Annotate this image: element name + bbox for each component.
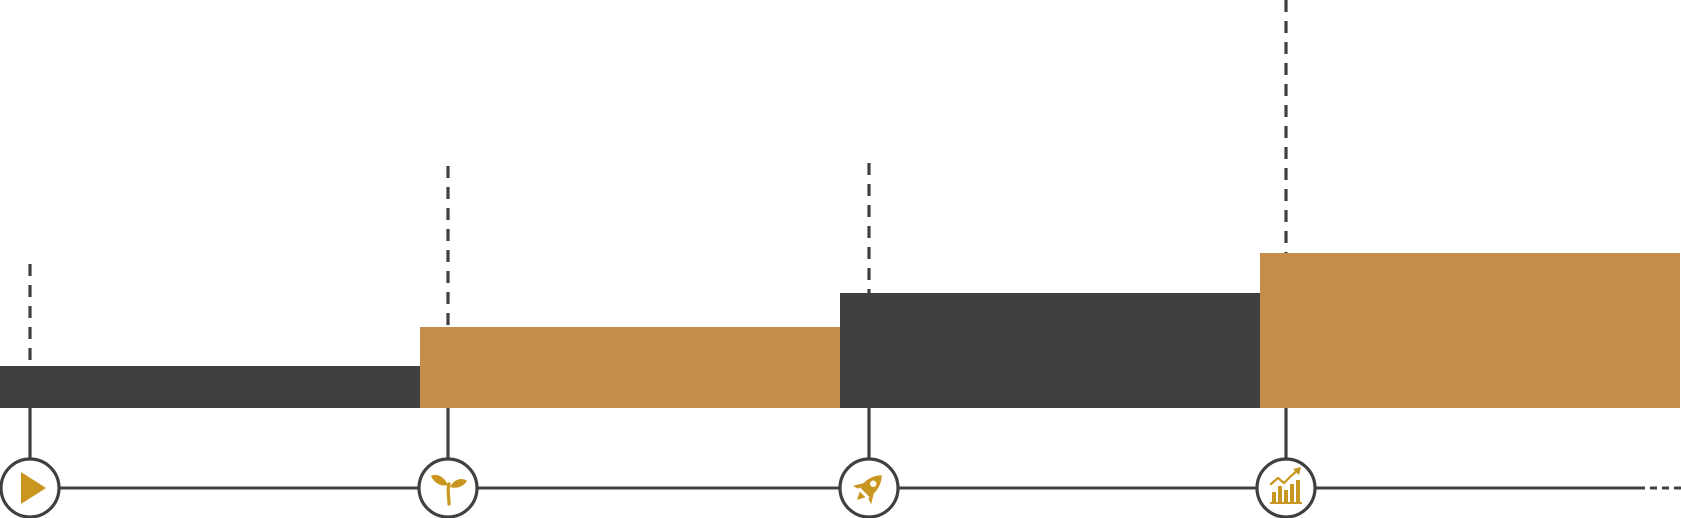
- rocket-hull: [859, 475, 882, 498]
- sprout-leaf-left: [431, 474, 448, 486]
- growth-bar-5: [1296, 480, 1300, 502]
- growth-bar-2: [1278, 486, 1282, 502]
- stage-dashed-markers: [28, 0, 1288, 459]
- timeline-node-circle-4: [1255, 457, 1317, 518]
- growth-bar-3: [1284, 490, 1288, 502]
- sprout-icon: [431, 474, 467, 506]
- play-icon-shape: [21, 472, 46, 504]
- timeline-nodes: [0, 457, 1317, 518]
- play-icon: [21, 472, 46, 504]
- timeline-node-1: [0, 457, 61, 518]
- stage-bar-2: [420, 327, 840, 408]
- growth-trend-line: [1269, 468, 1300, 486]
- sprout-leaf-right: [450, 479, 467, 488]
- stage-bars: [0, 253, 1680, 408]
- timeline-node-4: [1255, 457, 1317, 518]
- sprout-stem: [446, 482, 451, 506]
- timeline-node-2: [417, 457, 479, 518]
- stage-bar-3: [840, 293, 1260, 408]
- growth-chart-icon: [1269, 467, 1302, 504]
- growth-bar-4: [1290, 484, 1294, 502]
- timeline-node-3: [838, 457, 900, 518]
- growth-bar-1: [1272, 492, 1276, 502]
- stage-bar-4: [1260, 253, 1680, 408]
- rocket-window: [870, 480, 877, 487]
- stage-bar-1: [0, 366, 420, 408]
- growth-arrow-head: [1293, 467, 1301, 475]
- growth-baseline: [1270, 502, 1302, 504]
